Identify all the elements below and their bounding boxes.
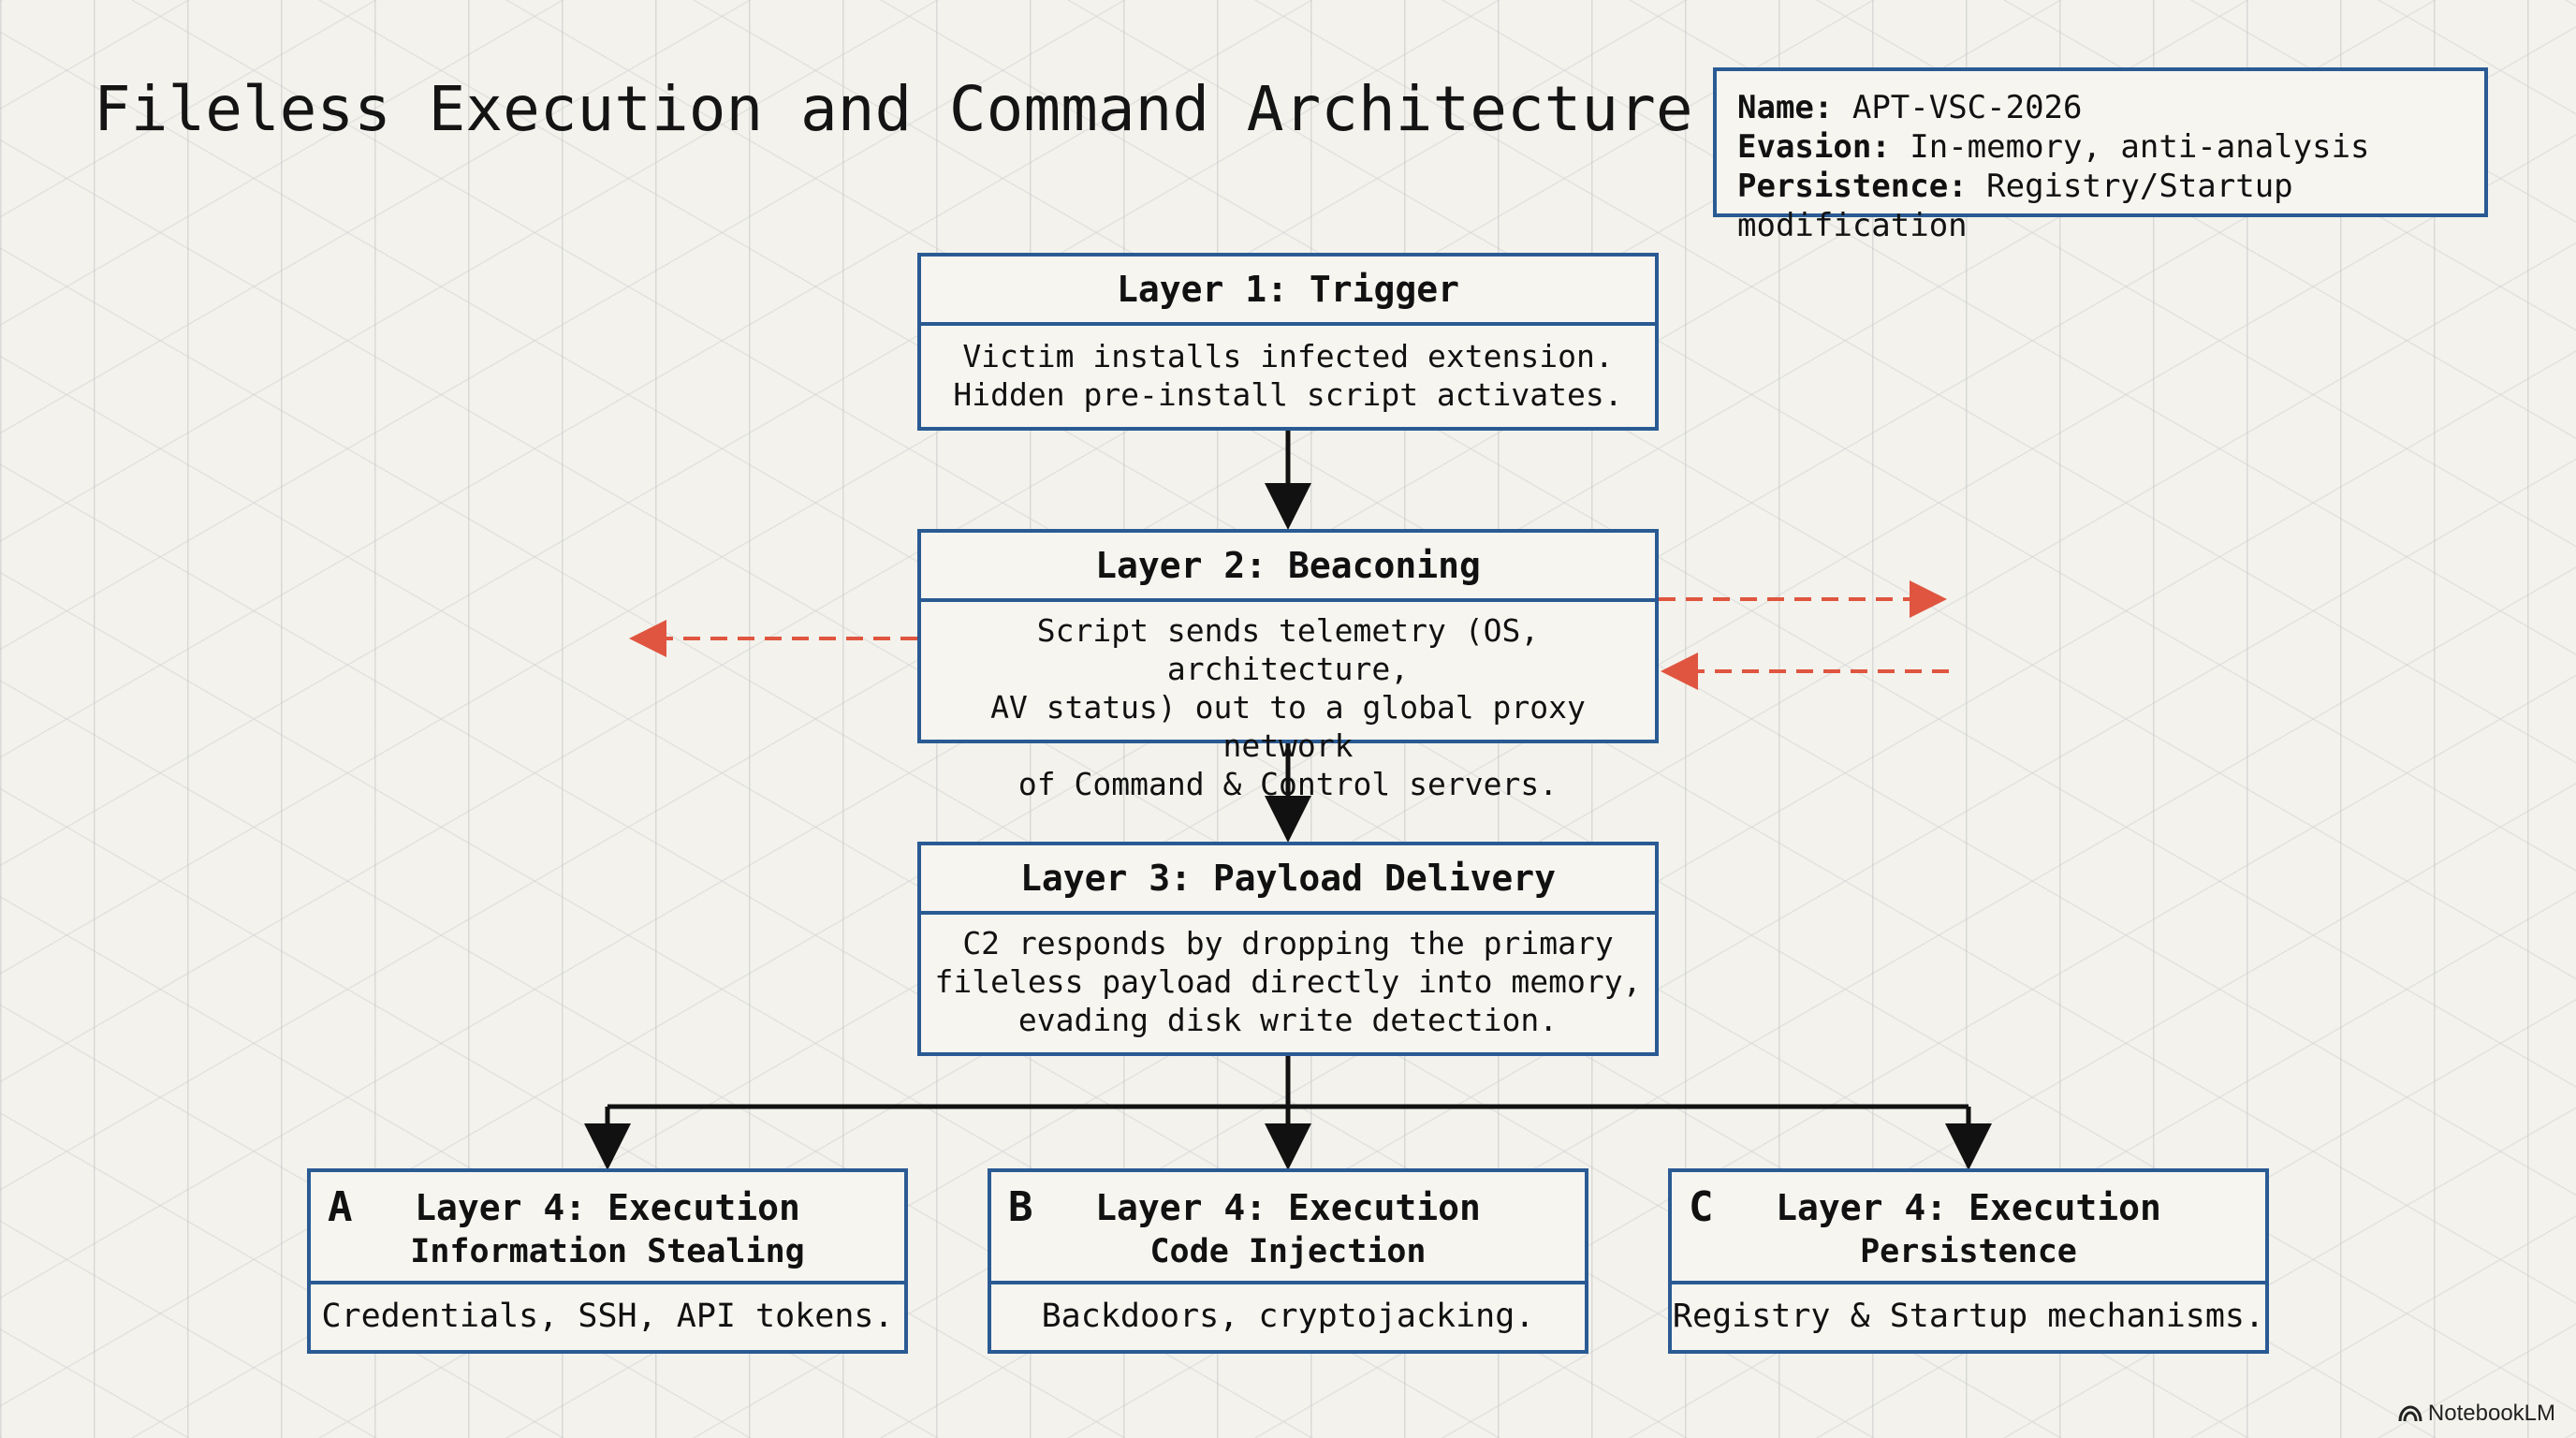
notebooklm-label: NotebookLM	[2427, 1401, 2555, 1426]
info-evasion-value: In-memory, anti-analysis	[1910, 128, 2370, 166]
layer4-b-subtitle: Code Injection	[1149, 1233, 1427, 1270]
diagram-title: Fileless Execution and Command Architect…	[94, 73, 1693, 145]
layer2-box: Layer 2: Beaconing Script sends telemetr…	[917, 529, 1659, 802]
layer4-box-c: C Layer 4: Execution Persistence Registr…	[1668, 1168, 2269, 1354]
layer4-a-body: Credentials, SSH, API tokens.	[321, 1298, 894, 1335]
layer4-a-subtitle: Information Stealing	[410, 1233, 805, 1270]
layer1-box: Layer 1: Trigger Victim installs infecte…	[917, 253, 1659, 431]
layer1-body: Victim installs infected extension. Hidd…	[953, 338, 1623, 413]
info-persistence-value: Registry/Startup modification	[1737, 168, 2293, 244]
info-persistence-row: Persistence: Registry/Startup modificati…	[1737, 167, 2464, 245]
layer4-a-header: A Layer 4: Execution Information Stealin…	[311, 1172, 904, 1284]
layer1-title: Layer 1: Trigger	[921, 257, 1655, 326]
info-name-value: APT-VSC-2026	[1852, 89, 2083, 126]
layer4-b-header: B Layer 4: Execution Code Injection	[991, 1172, 1585, 1284]
info-name-label: Name:	[1737, 89, 1834, 126]
layer4-b-body: Backdoors, cryptojacking.	[1041, 1298, 1535, 1335]
layer4-box-a: A Layer 4: Execution Information Stealin…	[307, 1168, 908, 1354]
layer4-c-header: C Layer 4: Execution Persistence	[1672, 1172, 2265, 1284]
layer4-a-letter: A	[328, 1183, 353, 1231]
layer3-body: C2 responds by dropping the primary file…	[934, 925, 1642, 1038]
layer4-c-title: Layer 4: Execution	[1776, 1187, 2161, 1228]
info-persistence-label: Persistence:	[1737, 168, 1968, 205]
layer4-c-body: Registry & Startup mechanisms.	[1672, 1298, 2265, 1335]
layer4-b-letter: B	[1008, 1183, 1033, 1231]
notebooklm-branding: NotebookLM	[2398, 1401, 2555, 1427]
layer2-body: Script sends telemetry (OS, architecture…	[990, 612, 1586, 802]
layer4-a-title: Layer 4: Execution	[415, 1187, 800, 1228]
layer4-b-title: Layer 4: Execution	[1095, 1187, 1481, 1228]
layer3-title: Layer 3: Payload Delivery	[921, 845, 1655, 915]
info-evasion-row: Evasion: In-memory, anti-analysis	[1737, 127, 2464, 167]
threat-info-box: Name: APT-VSC-2026 Evasion: In-memory, a…	[1713, 67, 2488, 244]
info-name-row: Name: APT-VSC-2026	[1737, 88, 2464, 127]
notebooklm-logo-icon	[2398, 1405, 2422, 1422]
layer3-box: Layer 3: Payload Delivery C2 responds by…	[917, 842, 1659, 1056]
layer2-title: Layer 2: Beaconing	[921, 533, 1655, 602]
layer4-box-b: B Layer 4: Execution Code Injection Back…	[988, 1168, 1588, 1354]
layer4-c-subtitle: Persistence	[1860, 1233, 2077, 1270]
layer4-c-letter: C	[1689, 1183, 1714, 1231]
info-evasion-label: Evasion:	[1737, 128, 1891, 166]
